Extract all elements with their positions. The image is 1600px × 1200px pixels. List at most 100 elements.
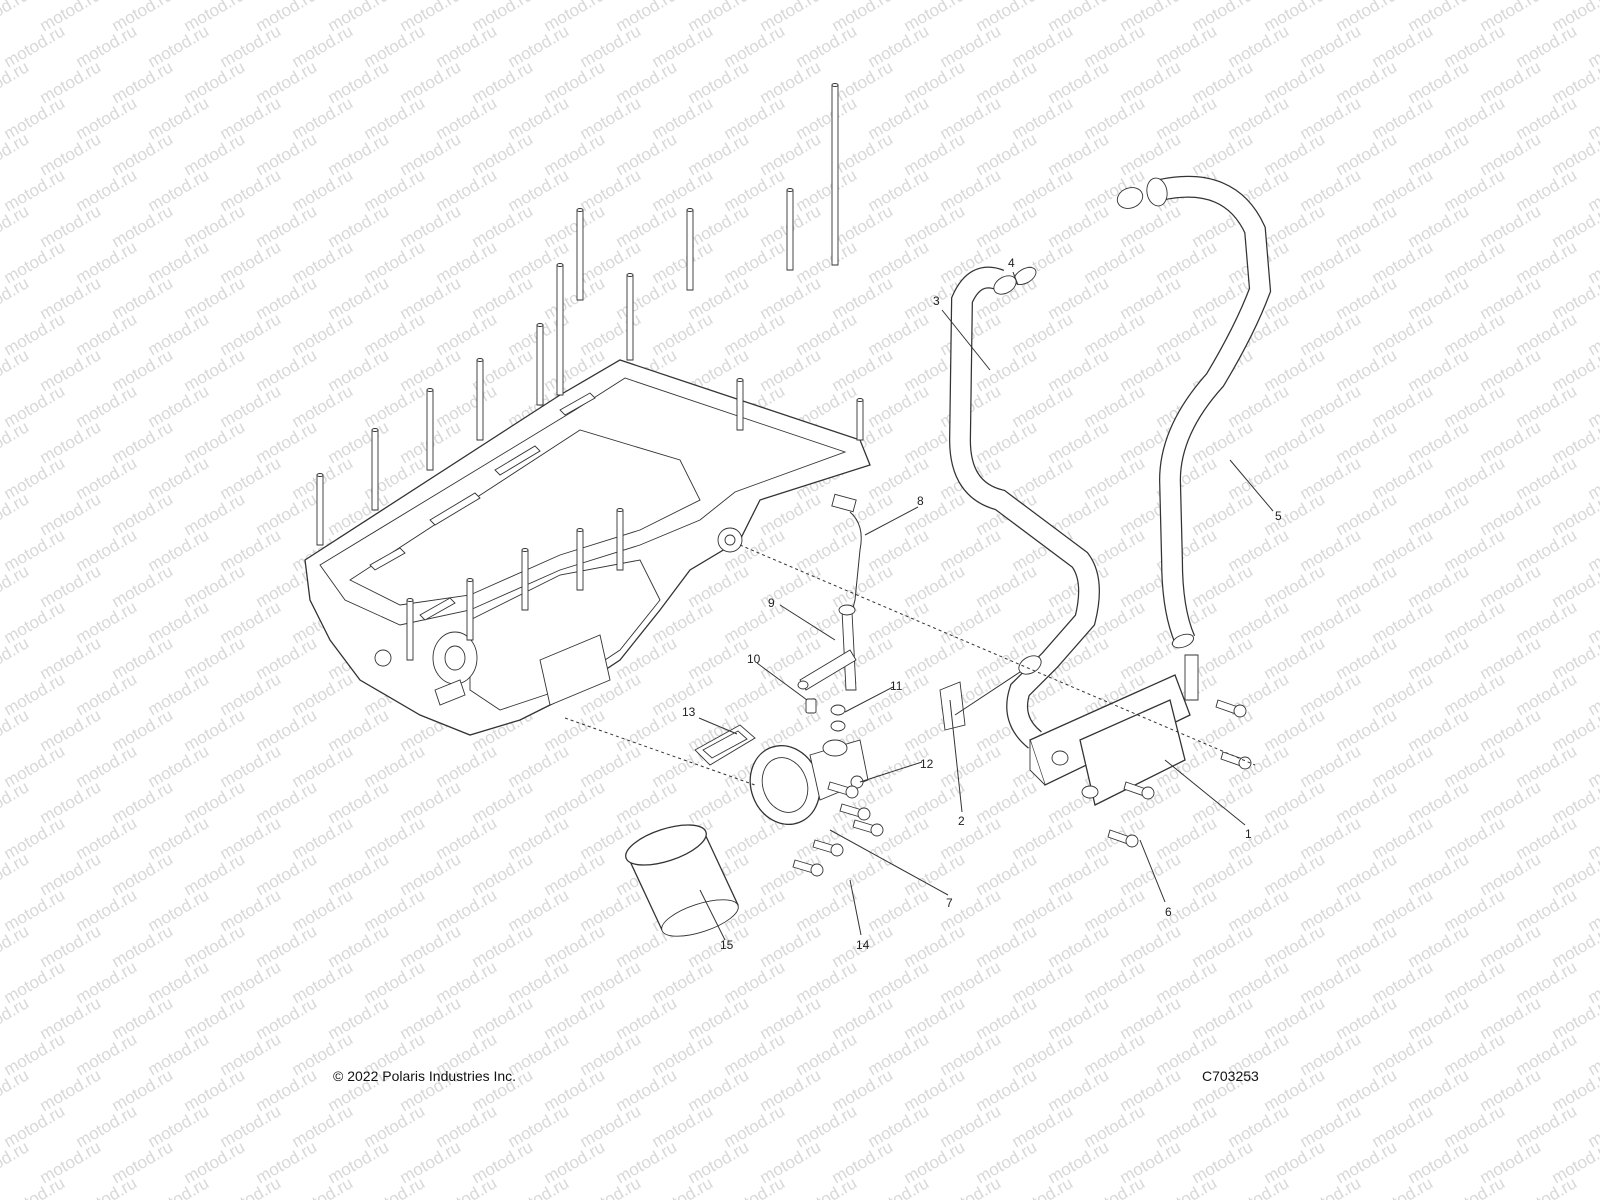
watermark-text: motod.ru xyxy=(217,1173,285,1200)
bolt-head xyxy=(1125,834,1139,848)
watermark-text: motod.ru xyxy=(937,1173,1005,1200)
stud-tip xyxy=(426,388,434,392)
stud-tip xyxy=(406,598,414,602)
watermark-text: motod.ru xyxy=(793,1173,861,1200)
dipstick-tube xyxy=(797,604,857,691)
stud xyxy=(316,474,324,546)
watermark-text: motod.ru xyxy=(0,57,32,107)
hose-5 xyxy=(1116,175,1272,649)
copyright-text: © 2022 Polaris Industries Inc. xyxy=(333,1068,517,1084)
stud xyxy=(406,599,414,661)
oil-filter-adapter xyxy=(749,739,869,825)
callout-2: 2 xyxy=(958,814,965,828)
bolt-head xyxy=(1233,704,1247,718)
watermark-text: motod.ru xyxy=(1369,1173,1437,1200)
watermark-text: motod.ru xyxy=(721,1173,789,1200)
stud-tip xyxy=(536,323,544,327)
callout-14: 14 xyxy=(856,938,870,952)
oil-cooler xyxy=(1029,654,1199,806)
callout-12: 12 xyxy=(920,757,934,771)
stud xyxy=(476,359,484,441)
callout-9: 9 xyxy=(768,596,775,610)
hose-3 xyxy=(948,266,1100,749)
stud xyxy=(856,399,864,441)
stud xyxy=(426,389,434,471)
watermark-text: motod.ru xyxy=(0,561,32,611)
stud-tip xyxy=(786,188,794,192)
callout-8: 8 xyxy=(917,494,924,508)
watermark-text: motod.ru xyxy=(0,489,32,539)
stud xyxy=(576,209,584,301)
stud-tip xyxy=(316,473,324,477)
watermark-text: motod.ru xyxy=(1225,1173,1293,1200)
bolt-head xyxy=(810,863,824,877)
stud-tip xyxy=(466,578,474,582)
watermark-text: motod.ru xyxy=(1441,1173,1509,1200)
stud-tip xyxy=(736,378,744,382)
oil-level-sensor xyxy=(831,493,862,621)
oil-pan-studs xyxy=(316,83,864,661)
watermark-text: motod.ru xyxy=(0,0,32,35)
callout-13: 13 xyxy=(682,705,696,719)
callout-4: 4 xyxy=(1008,256,1015,270)
watermark-text: motod.ru xyxy=(1513,1173,1581,1200)
watermark-text: motod.ru xyxy=(865,1173,933,1200)
watermark-text: motod.ru xyxy=(0,417,32,467)
watermark-text: motod.ru xyxy=(649,1173,717,1200)
stud xyxy=(786,189,794,271)
stud-tip xyxy=(686,208,694,212)
callout-6: 6 xyxy=(1165,905,1172,919)
bolt-head xyxy=(870,823,884,837)
watermark-text: motod.ru xyxy=(0,273,32,323)
stud xyxy=(576,529,584,591)
watermark-text: motod.ru xyxy=(1585,1173,1600,1200)
callout-10: 10 xyxy=(747,652,761,666)
watermark-text: motod.ru xyxy=(577,1173,645,1200)
o-ring-11 xyxy=(830,704,846,732)
stud xyxy=(686,209,694,291)
watermark-text: motod.ru xyxy=(0,345,32,395)
stud xyxy=(556,264,564,396)
callout-3: 3 xyxy=(933,294,940,308)
oil-filter xyxy=(625,824,739,937)
bolt-head xyxy=(830,843,844,857)
watermark-text: motod.ru xyxy=(0,993,32,1043)
stud xyxy=(736,379,744,431)
watermark-text: motod.ru xyxy=(145,1173,213,1200)
gasket-13 xyxy=(694,724,756,766)
watermark-text: motod.ru xyxy=(0,849,32,899)
watermark-text: motod.ru xyxy=(0,921,32,971)
oil-pan xyxy=(304,359,871,736)
stud-tip xyxy=(521,548,529,552)
callout-7: 7 xyxy=(946,896,953,910)
bolt-head xyxy=(1238,756,1252,770)
stud-tip xyxy=(856,398,864,402)
stud xyxy=(616,509,624,571)
watermark-text: motod.ru xyxy=(1,1173,69,1200)
watermark-text: motod.ru xyxy=(1009,1173,1077,1200)
bolt-head xyxy=(845,785,859,799)
callout-1: 1 xyxy=(1245,827,1252,841)
bolt-head xyxy=(857,807,871,821)
stud xyxy=(536,324,544,406)
watermark-text: motod.ru xyxy=(505,1173,573,1200)
stud xyxy=(466,579,474,641)
callout-5: 5 xyxy=(1275,509,1282,523)
watermark-text: motod.ru xyxy=(73,1173,141,1200)
watermark-text: motod.ru xyxy=(0,705,32,755)
screw-10 xyxy=(805,698,817,714)
stud-tip xyxy=(371,428,379,432)
stud xyxy=(626,274,634,361)
gasket-2 xyxy=(939,655,1042,731)
watermark-text: motod.ru xyxy=(289,1173,357,1200)
stud-tip xyxy=(576,208,584,212)
stud-tip xyxy=(476,358,484,362)
figure-code: C703253 xyxy=(1202,1068,1259,1084)
callout-numbers: 1 2 3 4 5 6 7 8 9 10 11 12 13 14 15 xyxy=(682,256,1282,952)
hose-clamp-4 xyxy=(993,267,1037,295)
watermark-text: motod.ru xyxy=(1297,1173,1365,1200)
leader-lines xyxy=(698,271,1274,941)
stud-tip xyxy=(831,83,839,87)
